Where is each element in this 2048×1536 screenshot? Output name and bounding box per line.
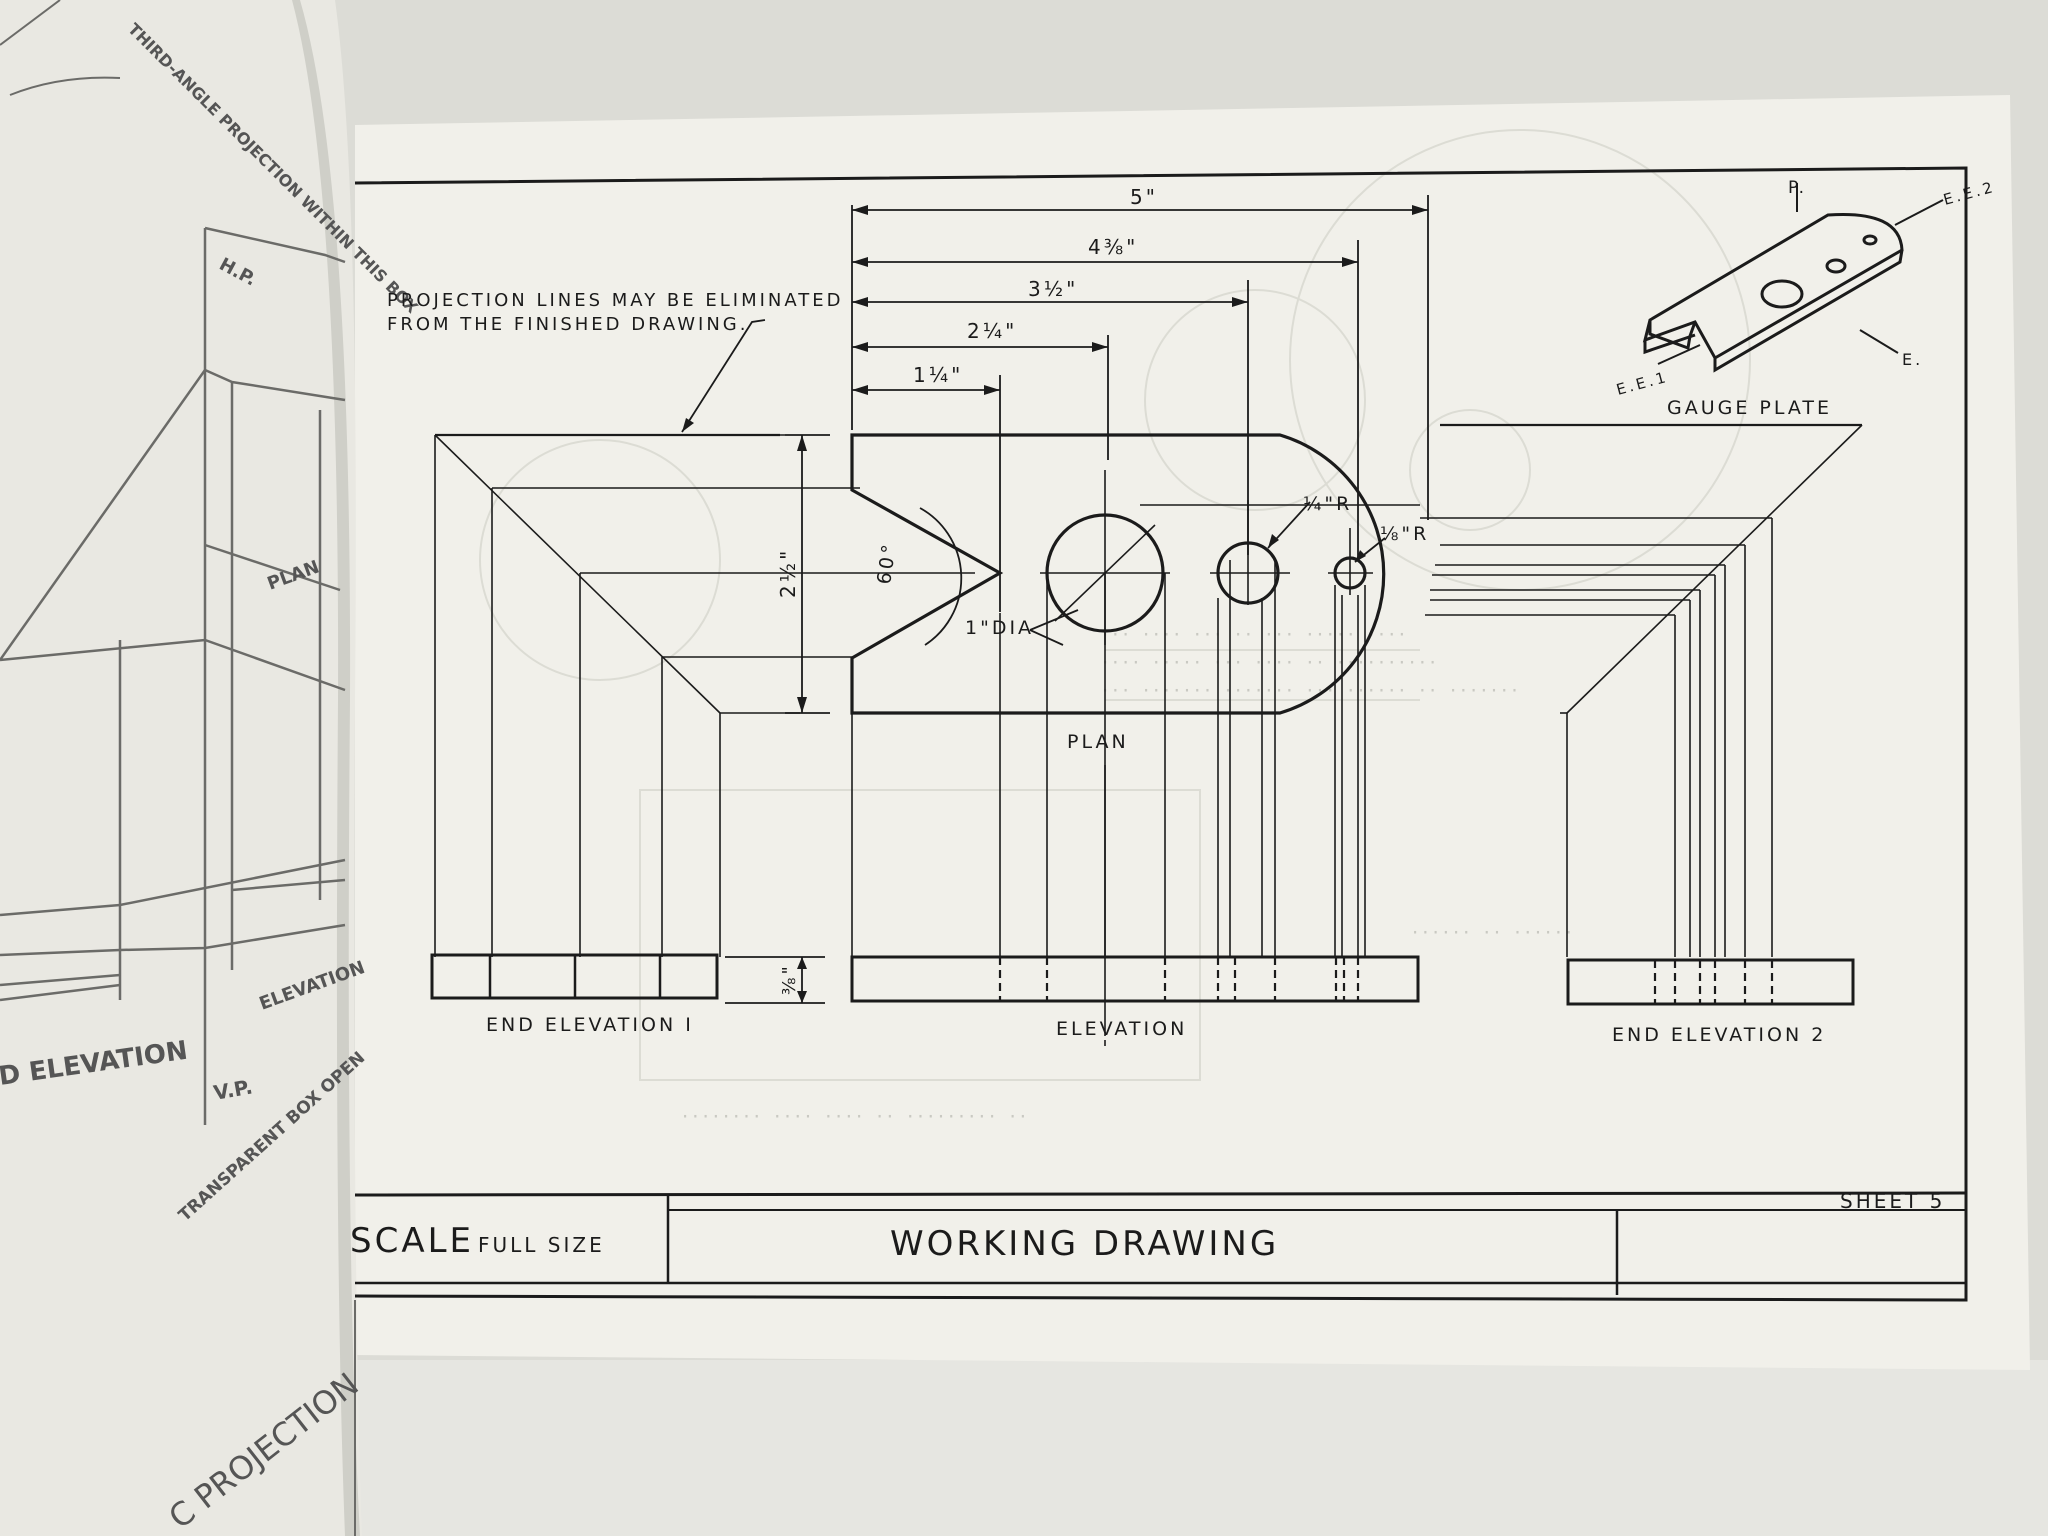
dim-3-1-2: 3½" [1028,277,1078,301]
dim-2-1-2: 2½" [776,548,800,598]
drawing-frame [354,166,1968,1302]
arrowheads [682,205,1428,1003]
end-elevation-1-label: END ELEVATION I [486,1014,694,1036]
projection-lines [434,424,1863,1050]
gauge-plate-iso [1642,183,1944,373]
note-line-1: PROJECTION LINES MAY BE ELIMINATED [387,290,844,311]
svg-text:···· ····· ··· ···· ·· ·······: ···· ····· ··· ···· ·· ·········· [1100,653,1438,673]
iso-label-p: P. [1788,178,1807,198]
end-elevation-2-label: END ELEVATION 2 [1612,1024,1826,1046]
right-page: ··· ···· ··· ·· ··· ····· ···· ···· ····… [355,95,2030,1370]
gauge-plate-title: GAUGE PLATE [1667,397,1832,419]
drawing-labels: PROJECTION LINES MAY BE ELIMINATED FROM … [387,178,1997,1046]
radius-1-8: ⅛"R [1380,523,1429,545]
drawing-title: WORKING DRAWING [890,1224,1279,1264]
svg-text:··· ···· ··· ·· ··· ····· ····: ··· ···· ··· ·· ··· ····· ···· [1100,625,1407,645]
svg-text:········ ···· ···· ·· ········: ········ ···· ···· ·· ········· ·· [680,1107,1028,1127]
note-line-2: FROM THE FINISHED DRAWING. [387,314,748,335]
dim-2-1-4: 2¼" [967,319,1017,343]
scale-label: SCALE [350,1221,474,1261]
plan-centre-marks [1040,524,1373,622]
radius-1-4: ¼"R [1303,493,1352,515]
left-page-drawing [0,226,346,1125]
dim-5: 5" [1130,185,1158,209]
dim-4-3-8: 4⅜" [1088,235,1138,259]
iso-label-e: E. [1902,350,1923,369]
dimension-lines [681,195,1429,1004]
elevation-views [430,953,1855,1006]
sheet-number: SHEET 5 [1840,1189,1945,1213]
miter-lines [435,423,1862,437]
show-through-text: ··· ···· ··· ·· ··· ····· ···· ···· ····… [680,625,1574,1127]
elevation-label: ELEVATION [1056,1018,1187,1040]
plan-label: PLAN [1067,731,1129,753]
scale-value: FULL SIZE [478,1233,605,1257]
title-block-text: SCALE FULL SIZE WORKING DRAWING SHEET 5 [350,1189,1945,1264]
svg-text:··· ······· ······· ··· ······: ··· ······· ······· ··· ······ ·· ······… [1100,681,1520,701]
dim-1-1-4: 1¼" [913,363,963,387]
dia-1: 1"DIA [965,617,1034,639]
dim-3-8: ⅜" [779,963,800,995]
svg-text:······ ·· ······: ······ ·· ······ [1410,923,1574,943]
